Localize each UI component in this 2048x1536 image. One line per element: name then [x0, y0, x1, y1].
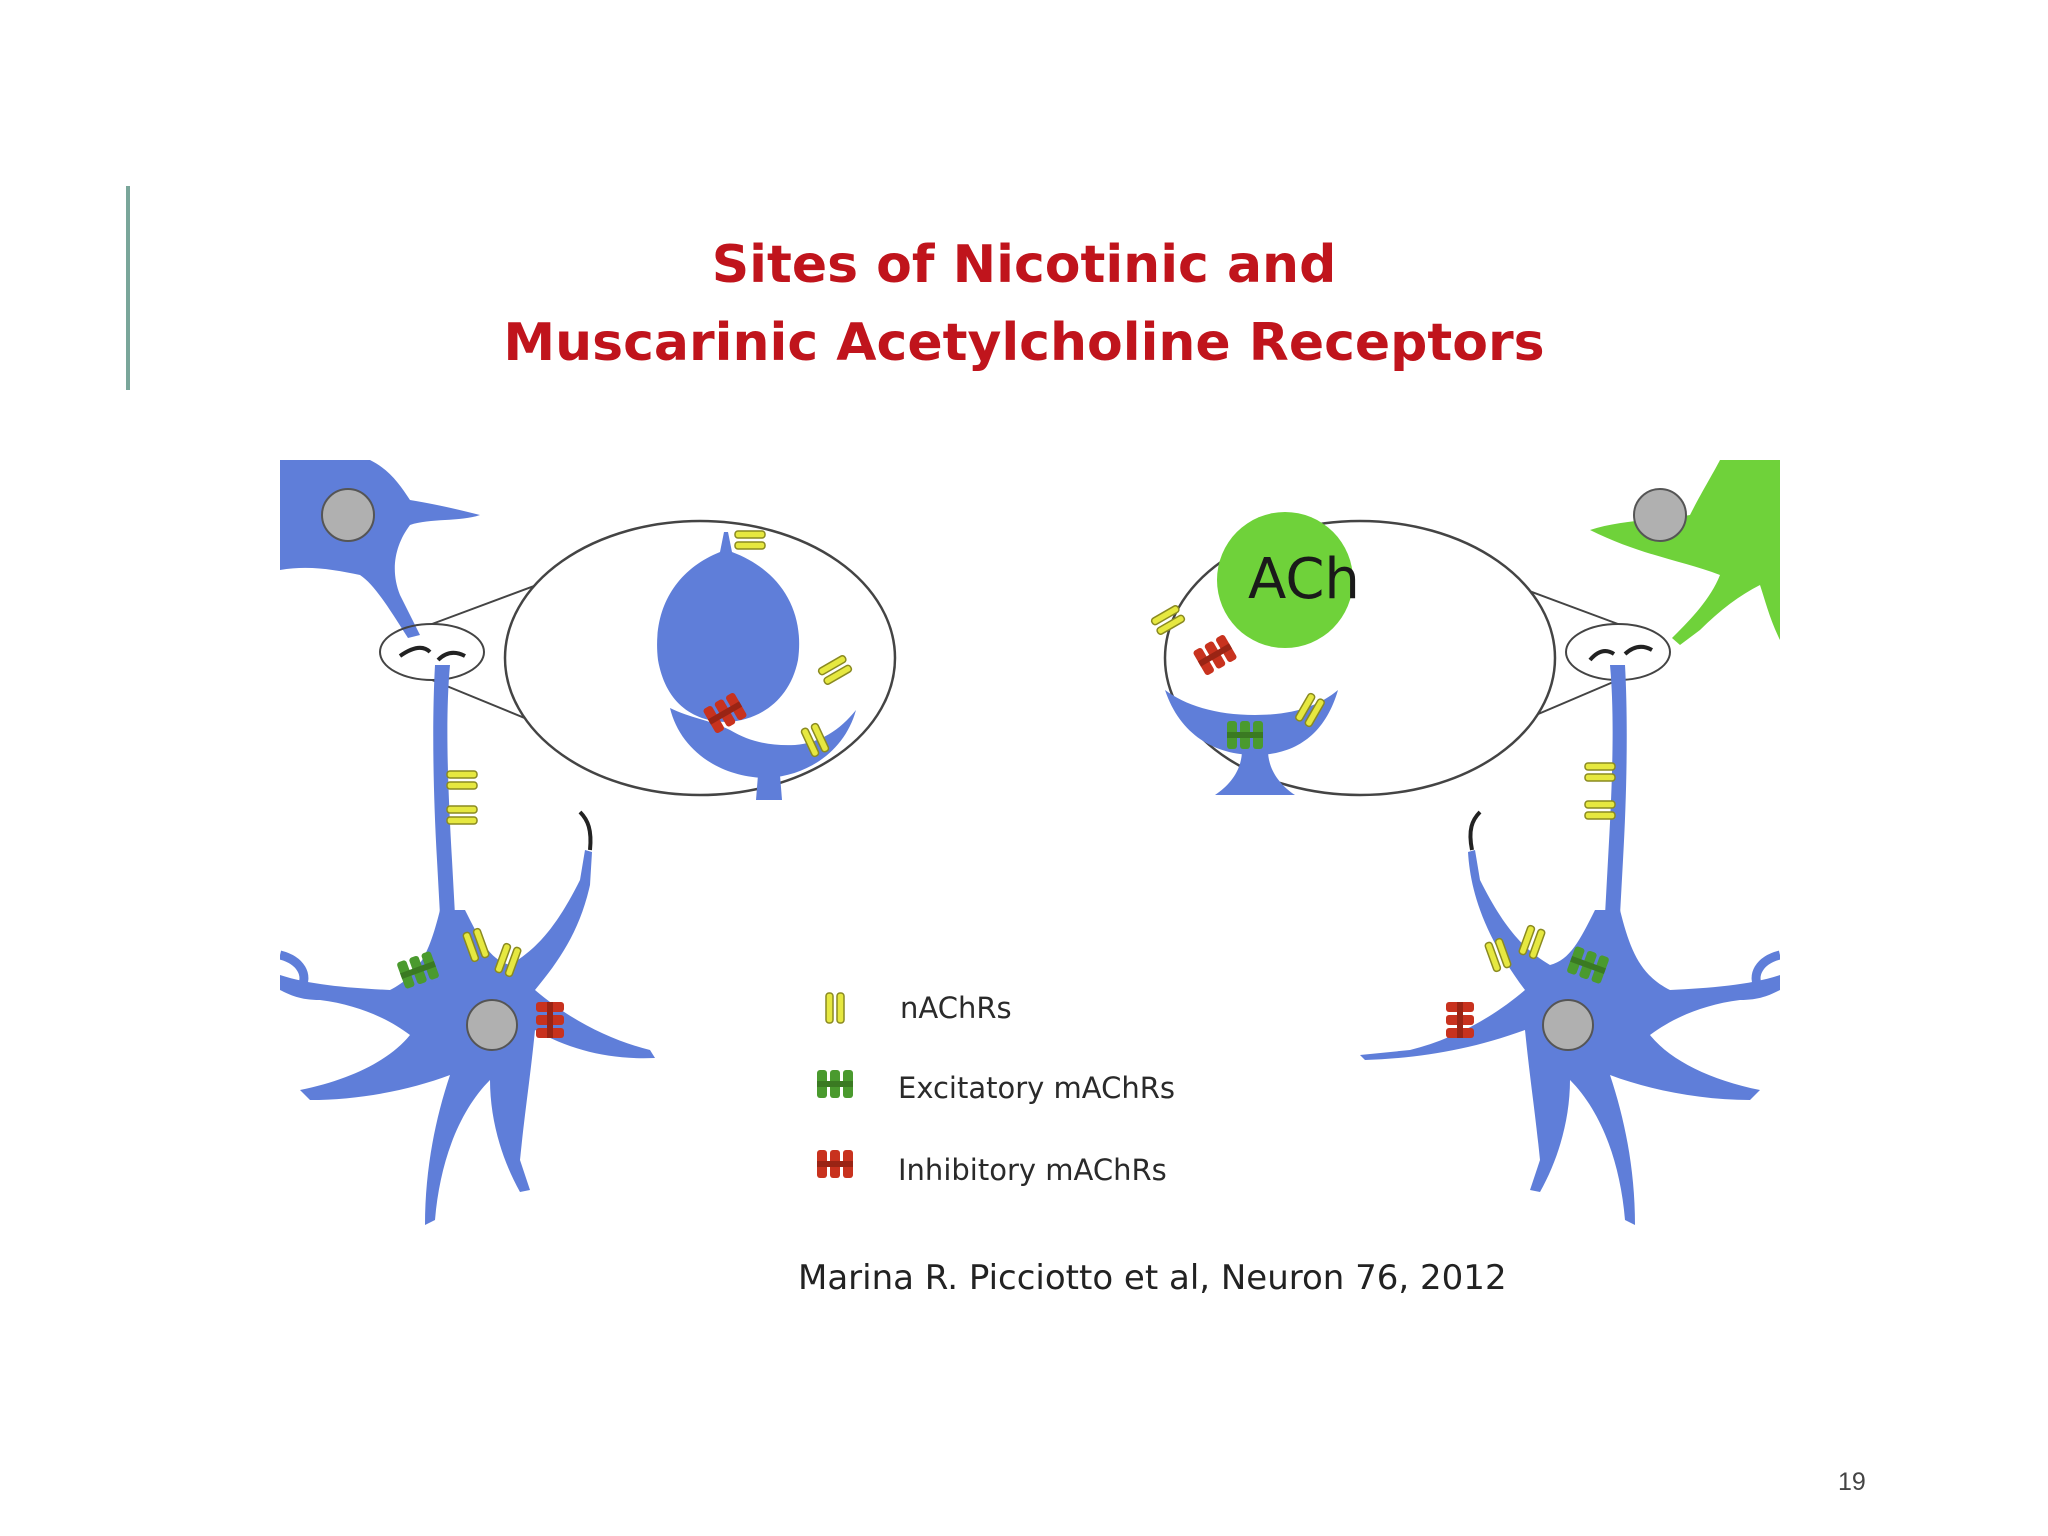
right-postsynaptic-neuron	[1360, 810, 1780, 1225]
right-axon-nachr-2	[1584, 800, 1616, 820]
legend-item-inhibitory: Inhibitory mAChRs	[817, 1150, 1167, 1187]
title-line-2: Muscarinic Acetylcholine Receptors	[503, 313, 1545, 373]
slide-title: Sites of Nicotinic and Muscarinic Acetyl…	[0, 226, 2048, 382]
legend-label-nachrs: nAChRs	[900, 991, 1012, 1025]
nachr-receptor-icon	[825, 992, 845, 1024]
right-zoom-synapse: ACh	[1149, 512, 1557, 797]
excitatory-machr-icon	[817, 1070, 853, 1098]
legend-item-excitatory: Excitatory mAChRs	[817, 1070, 1175, 1105]
page-number: 19	[1838, 1468, 1866, 1496]
right-soma-inhibitory-machr	[1446, 1002, 1474, 1038]
legend-label-excitatory: Excitatory mAChRs	[898, 1071, 1175, 1105]
title-line-1: Sites of Nicotinic and	[711, 235, 1337, 295]
axon-nachr-2	[446, 805, 478, 825]
left-soma-inhibitory-machr	[536, 1002, 564, 1038]
accent-bar	[126, 186, 130, 390]
right-presynaptic-neuron	[1590, 460, 1780, 645]
ach-label: ACh	[1248, 547, 1360, 612]
legend-label-inhibitory: Inhibitory mAChRs	[898, 1153, 1167, 1187]
ach-vesicle	[1217, 512, 1353, 648]
left-small-zoom-oval	[379, 623, 485, 681]
left-presynaptic-neuron	[280, 460, 480, 638]
left-postsynaptic-neuron	[280, 810, 655, 1225]
inhibitory-machr-icon	[817, 1150, 853, 1178]
legend: nAChRs Excitatory mAChRs Inhibitory mACh…	[817, 991, 1175, 1187]
citation: Marina R. Picciotto et al, Neuron 76, 20…	[798, 1258, 1507, 1298]
legend-item-nachrs: nAChRs	[825, 991, 1012, 1025]
left-zoom-synapse	[503, 519, 897, 800]
right-axon-nachr-1	[1584, 762, 1616, 782]
right-soma-nachr-2	[1517, 924, 1547, 960]
postsynaptic-excitatory-machr	[1227, 721, 1263, 749]
receptor-diagram: ACh nAChRs Excitatory mAChRs Inhibitory …	[280, 460, 1780, 1225]
axon-nachr-1	[446, 770, 478, 790]
